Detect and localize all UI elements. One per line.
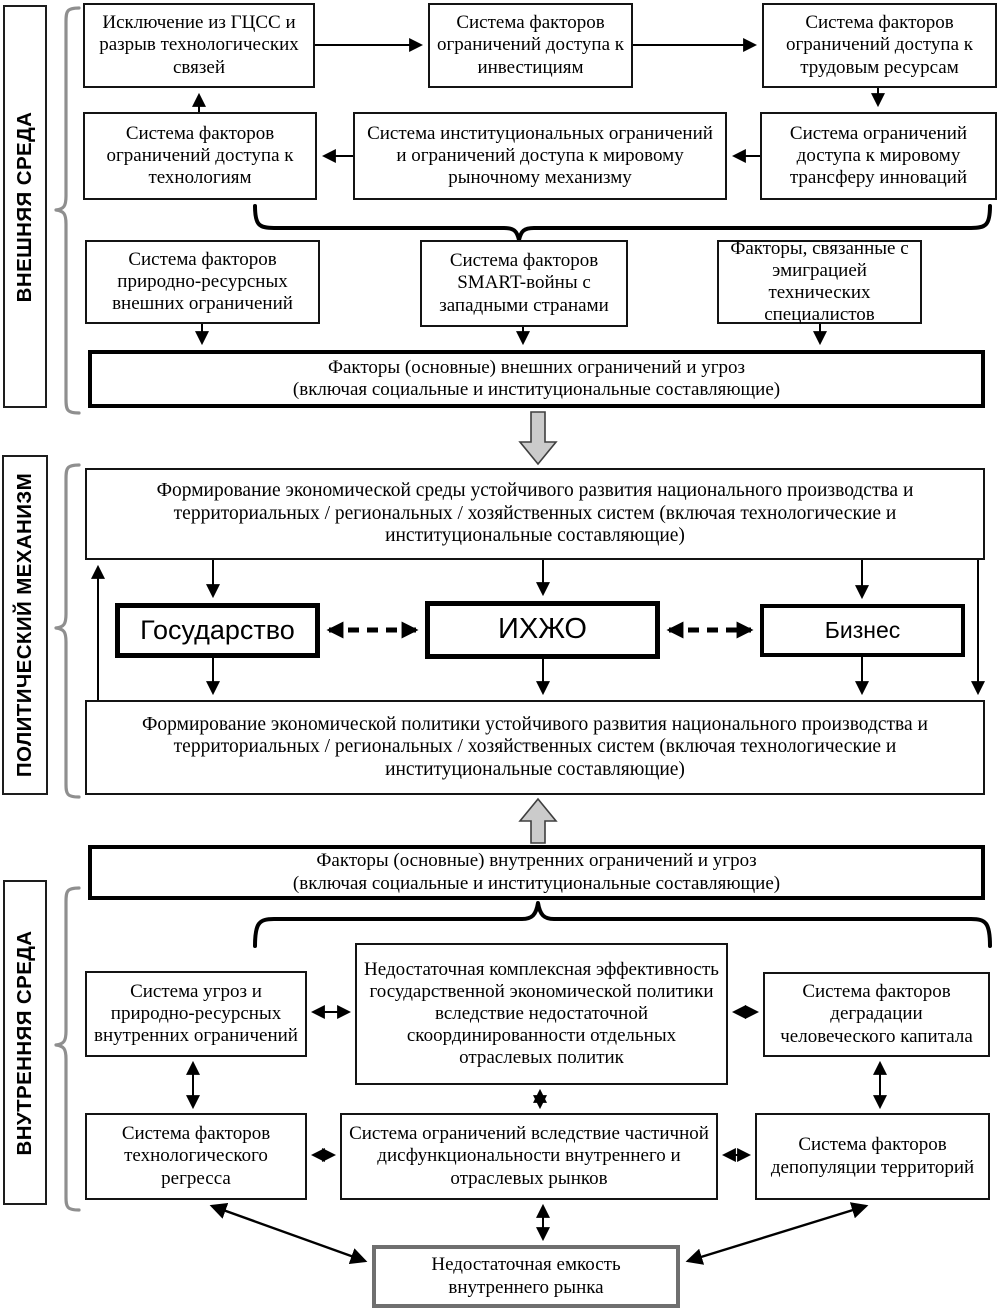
box-exclusion-gvc: Исключение из ГЦСС и разрыв технологичес… [83, 3, 315, 88]
section-label-political: ПОЛИТИЧЕСКИЙ МЕХАНИЗМ [2, 455, 48, 795]
box-territory-depopulation: Система факторов депопуляции территорий [755, 1113, 990, 1200]
section-label-internal: ВНУТРЕННЯЯ СРЕДА [3, 880, 47, 1205]
box-actor-ihzho: ИХЖО [425, 601, 660, 659]
box-insufficient-market-capacity: Недостаточная емкость внутреннего рынка [372, 1245, 680, 1308]
box-actor-state: Государство [115, 603, 320, 658]
box-actor-business: Бизнес [760, 604, 965, 657]
box-economic-policy-formation: Формирование экономической политики усто… [85, 700, 985, 795]
box-labor-access: Система факторов ограничений доступа к т… [762, 3, 997, 88]
section-label-external: ВНЕШНЯЯ СРЕДА [3, 5, 47, 408]
box-investment-access: Система факторов ограничений доступа к и… [428, 3, 633, 88]
external-gather-brace [253, 204, 992, 242]
internal-diagonal-arrows [209, 1202, 869, 1265]
political-arrows [91, 560, 985, 700]
box-natural-resource-limits: Система факторов природно-ресурсных внеш… [85, 240, 320, 324]
external-brace [54, 6, 81, 415]
section-label-political-text: ПОЛИТИЧЕСКИЙ МЕХАНИЗМ [13, 472, 36, 778]
section-label-external-text: ВНЕШНЯЯ СРЕДА [13, 111, 36, 302]
box-market-dysfunction: Система ограничений вследствие частичной… [340, 1113, 718, 1200]
box-economic-environment-formation: Формирование экономической среды устойчи… [85, 468, 985, 560]
internal-gather-brace [253, 901, 992, 948]
external-main-line1: Факторы (основные) внешних ограничений и… [327, 356, 746, 378]
box-technology-access: Система факторов ограничений доступа к т… [83, 112, 317, 200]
box-policy-inefficiency: Недостаточная комплексная эффективность … [355, 943, 728, 1085]
box-emigration-specialists: Факторы, связанные с эмиграцией техничес… [717, 238, 922, 325]
section-braces [54, 6, 81, 1212]
internal-main-line1: Факторы (основные) внутренних ограничени… [316, 850, 757, 872]
internal-arrows [186, 1005, 887, 1242]
internal-main-line2: (включая социальные и институциональные … [292, 872, 781, 894]
box-internal-main-factors: Факторы (основные) внутренних ограничени… [88, 845, 985, 900]
political-brace [54, 463, 81, 799]
box-smart-war: Система факторов SMART-войны с западными… [420, 240, 628, 327]
box-institutional-restrictions: Система институциональных ограничений и … [353, 112, 727, 200]
external-main-line2: (включая социальные и институциональные … [292, 379, 781, 400]
block-arrows [518, 411, 558, 844]
external-arrows [192, 38, 885, 346]
box-technological-regress: Система факторов технологического регрес… [85, 1113, 307, 1200]
box-innovation-transfer: Система ограничений доступа к мировому т… [760, 112, 997, 200]
box-internal-threats: Система угроз и природно-ресурсных внутр… [85, 971, 307, 1057]
box-human-capital-degradation: Система факторов деградации человеческог… [763, 972, 990, 1057]
box-external-main-factors: Факторы (основные) внешних ограничений и… [88, 350, 985, 408]
block-arrow-up [518, 797, 558, 844]
section-label-internal-text: ВНУТРЕННЯЯ СРЕДА [13, 930, 36, 1155]
internal-brace [54, 886, 81, 1212]
block-arrow-down [518, 411, 558, 466]
